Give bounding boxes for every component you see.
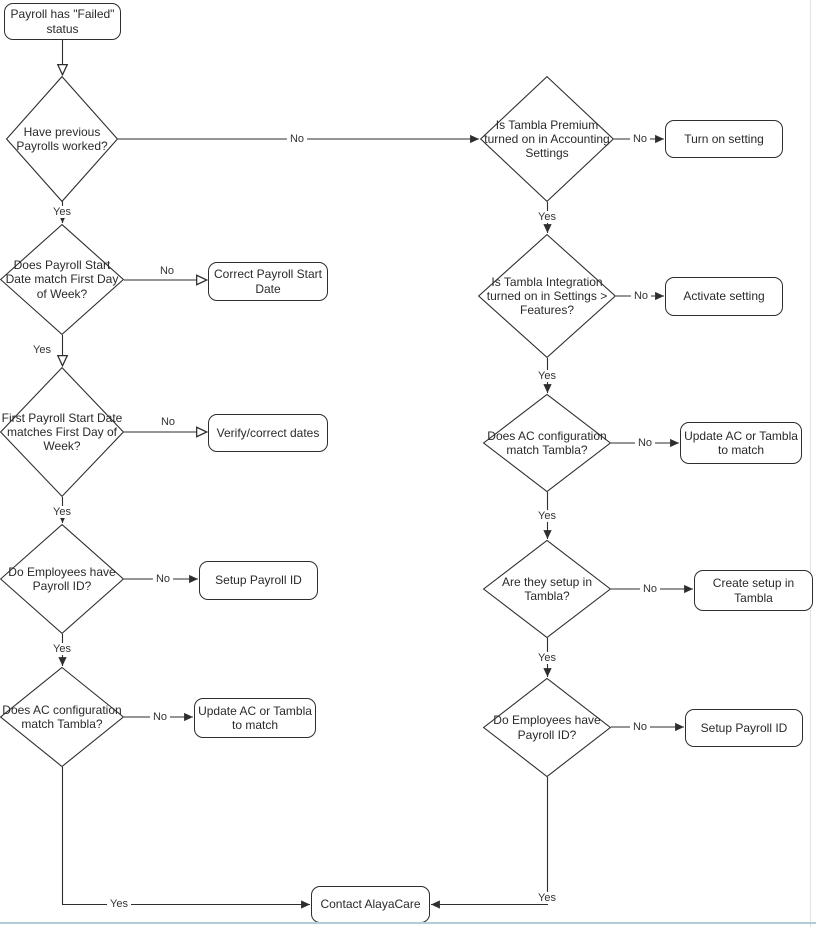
node-label: Are they setup in Tambla? (501, 574, 593, 603)
page-bottom-border (0, 922, 816, 924)
node-decision-employees-payroll-id-left: Do Employees have Payroll ID? (0, 524, 124, 634)
node-label: Verify/correct dates (216, 425, 320, 440)
node-label: Have previous Payrolls worked? (16, 124, 108, 153)
edge-label-yes: Yes (535, 370, 559, 382)
node-label: Is Tambla Premium turned on in Accountin… (484, 117, 610, 161)
diamond-shape (483, 540, 611, 638)
node-label: Does Payroll Start Date match First Day … (5, 258, 119, 301)
node-decision-tambla-premium: Is Tambla Premium turned on in Accountin… (480, 76, 614, 202)
node-label: Setup Payroll ID (215, 573, 302, 588)
node-decision-payroll-start-date: Does Payroll Start Date match First Day … (0, 224, 124, 335)
edge-label-no: No (639, 583, 661, 595)
diamond-shape (0, 367, 124, 497)
page-edge-divider (810, 0, 811, 927)
node-label: Correct Payroll Start Date (213, 267, 323, 296)
node-update-ac-or-tambla-right: Update AC or Tambla to match (680, 422, 802, 464)
edge-label-yes: Yes (50, 206, 74, 218)
edge-label-yes: Yes (535, 892, 559, 904)
node-label: Contact AlayaCare (320, 897, 421, 912)
node-create-setup-in-tambla: Create setup in Tambla (694, 570, 813, 611)
diamond-shape (0, 667, 124, 767)
diamond-shape (483, 678, 611, 777)
edge-label-no: No (630, 290, 652, 302)
node-decision-first-payroll-start-date: First Payroll Start Date matches First D… (0, 367, 124, 497)
node-label: Do Employees have Payroll ID? (493, 713, 601, 742)
edge-label-yes: Yes (535, 510, 559, 522)
node-label: Is Tambla Integration turned on in Setti… (486, 274, 608, 318)
edge-label-no: No (634, 437, 656, 449)
edge-label-no: No (159, 265, 175, 277)
edge-label-yes: Yes (50, 643, 74, 655)
diamond-shape (6, 76, 118, 202)
node-verify-correct-dates: Verify/correct dates (208, 414, 328, 452)
edge-label-no: No (149, 711, 171, 723)
edge-label-yes: Yes (50, 506, 74, 518)
node-setup-payroll-id-right: Setup Payroll ID (685, 709, 803, 747)
node-label: First Payroll Start Date matches First D… (1, 410, 123, 454)
node-contact-alayacare: Contact AlayaCare (311, 886, 430, 923)
diamond-shape (478, 234, 616, 358)
node-decision-previous-payrolls: Have previous Payrolls worked? (6, 76, 118, 202)
node-label: Update AC or Tambla to match (198, 703, 312, 732)
edge-label-yes: Yes (107, 898, 131, 910)
node-correct-payroll-start-date: Correct Payroll Start Date (208, 262, 328, 301)
diamond-shape (0, 524, 124, 634)
node-label: Payroll has "Failed" status (10, 7, 115, 36)
edge-label-no: No (286, 133, 308, 145)
edge-label-yes: Yes (33, 344, 51, 356)
node-label: Turn on setting (684, 131, 764, 146)
diamond-shape (483, 394, 611, 492)
node-label: Do Employees have Payroll ID? (8, 564, 116, 593)
node-label: Activate setting (683, 289, 765, 304)
node-turn-on-setting: Turn on setting (665, 120, 783, 158)
node-decision-ac-configuration-left: Does AC configuration match Tambla? (0, 667, 124, 767)
node-label: Does AC configuration match Tambla? (2, 702, 122, 731)
diamond-shape (480, 76, 614, 202)
node-setup-payroll-id-left: Setup Payroll ID (199, 561, 318, 600)
node-decision-ac-configuration-right: Does AC configuration match Tambla? (483, 394, 611, 492)
edge-label-no: No (152, 573, 174, 585)
node-start-terminator: Payroll has "Failed" status (4, 3, 121, 40)
node-decision-setup-in-tambla: Are they setup in Tambla? (483, 540, 611, 638)
node-decision-tambla-integration: Is Tambla Integration turned on in Setti… (478, 234, 616, 358)
node-label: Update AC or Tambla to match (684, 428, 798, 457)
node-label: Does AC configuration match Tambla? (487, 428, 607, 457)
diamond-shape (0, 224, 124, 335)
edge-label-yes: Yes (535, 211, 559, 223)
edge-label-no: No (160, 416, 176, 428)
node-label: Create setup in Tambla (712, 576, 795, 605)
node-activate-setting: Activate setting (665, 277, 783, 316)
edge-label-no: No (629, 133, 651, 145)
node-label: Setup Payroll ID (700, 720, 788, 735)
edge-label-yes: Yes (535, 652, 559, 664)
node-decision-employees-payroll-id-right: Do Employees have Payroll ID? (483, 678, 611, 777)
node-update-ac-or-tambla-left: Update AC or Tambla to match (194, 698, 316, 738)
edge-label-no: No (629, 721, 651, 733)
